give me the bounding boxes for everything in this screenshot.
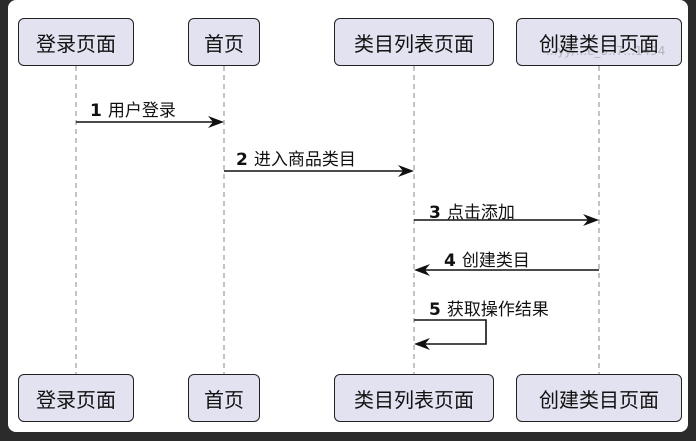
participant-top-create-category-page: 创建类目页面 — [516, 18, 682, 66]
message-5-number: 5 — [429, 300, 441, 320]
participant-top-home-page: 首页 — [188, 18, 260, 66]
participant-bottom-create-category-page: 创建类目页面 — [516, 374, 682, 422]
diagram-lines — [75, 66, 600, 374]
message-1-arrowhead — [208, 116, 224, 128]
message-5-text: 获取操作结果 — [446, 300, 549, 320]
message-4-number: 4 — [444, 251, 456, 271]
message-2-arrowhead — [398, 165, 414, 177]
watermark: ...yy/...e_5..7...1494 — [546, 44, 666, 58]
message-3-arrowhead — [583, 214, 599, 226]
message-1-text: 用户登录 — [107, 101, 176, 121]
participant-bottom-login-page: 登录页面 — [18, 374, 134, 422]
message-5-arrowhead — [414, 338, 430, 350]
participant-bottom-category-list-page: 类目列表页面 — [334, 374, 494, 422]
sequence-diagram: 登录页面 首页 类目列表页面 创建类目页面 登录页面 首页 类目列表页面 创建类… — [8, 0, 688, 432]
message-2-number: 2 — [236, 150, 248, 170]
message-2-text: 进入商品类目 — [253, 150, 356, 170]
message-3-text: 点击添加 — [446, 203, 515, 223]
participant-bottom-home-page: 首页 — [188, 374, 260, 422]
message-4-arrowhead — [414, 264, 430, 276]
message-5-line — [414, 319, 487, 345]
message-1-number: 1 — [90, 101, 102, 121]
participant-top-category-list-page: 类目列表页面 — [334, 18, 494, 66]
participant-top-login-page: 登录页面 — [18, 18, 134, 66]
message-3-number: 3 — [429, 203, 441, 223]
message-4-text: 创建类目 — [461, 251, 530, 271]
